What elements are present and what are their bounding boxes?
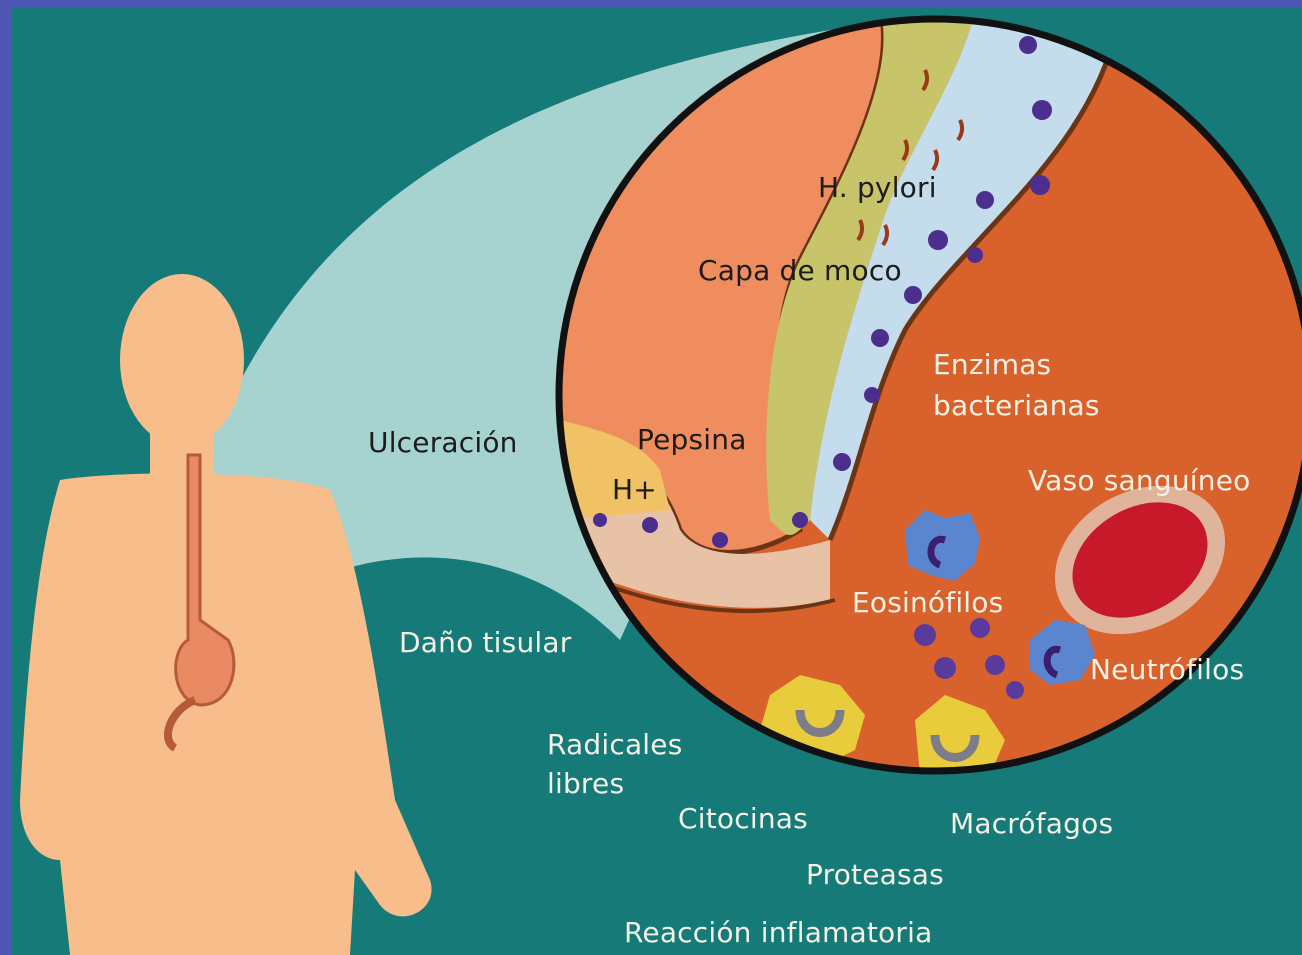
label-eosinofilos: Eosinófilos	[852, 585, 1003, 621]
label-enzimas: Enzimas	[933, 347, 1051, 383]
label-macrofagos: Macrófagos	[950, 806, 1113, 842]
label-dano-tisular: Daño tisular	[399, 625, 571, 661]
label-reaccion-inflamatoria: Reacción inflamatoria	[624, 915, 932, 951]
label-radicales: Radicales	[547, 727, 683, 763]
label-pepsina: Pepsina	[637, 422, 747, 458]
label-capa-de-moco: Capa de moco	[698, 253, 902, 289]
label-citocinas: Citocinas	[678, 801, 808, 837]
label-h-pylori: H. pylori	[818, 170, 937, 206]
label-bacterianas: bacterianas	[933, 388, 1100, 424]
label-ulceracion: Ulceración	[368, 425, 518, 461]
label-neutrofilos: Neutrófilos	[1090, 652, 1244, 688]
label-h-plus: H+	[612, 472, 657, 508]
label-vaso-sanguineo: Vaso sanguíneo	[1028, 463, 1250, 499]
label-proteasas: Proteasas	[806, 857, 944, 893]
label-libres: libres	[547, 766, 624, 802]
